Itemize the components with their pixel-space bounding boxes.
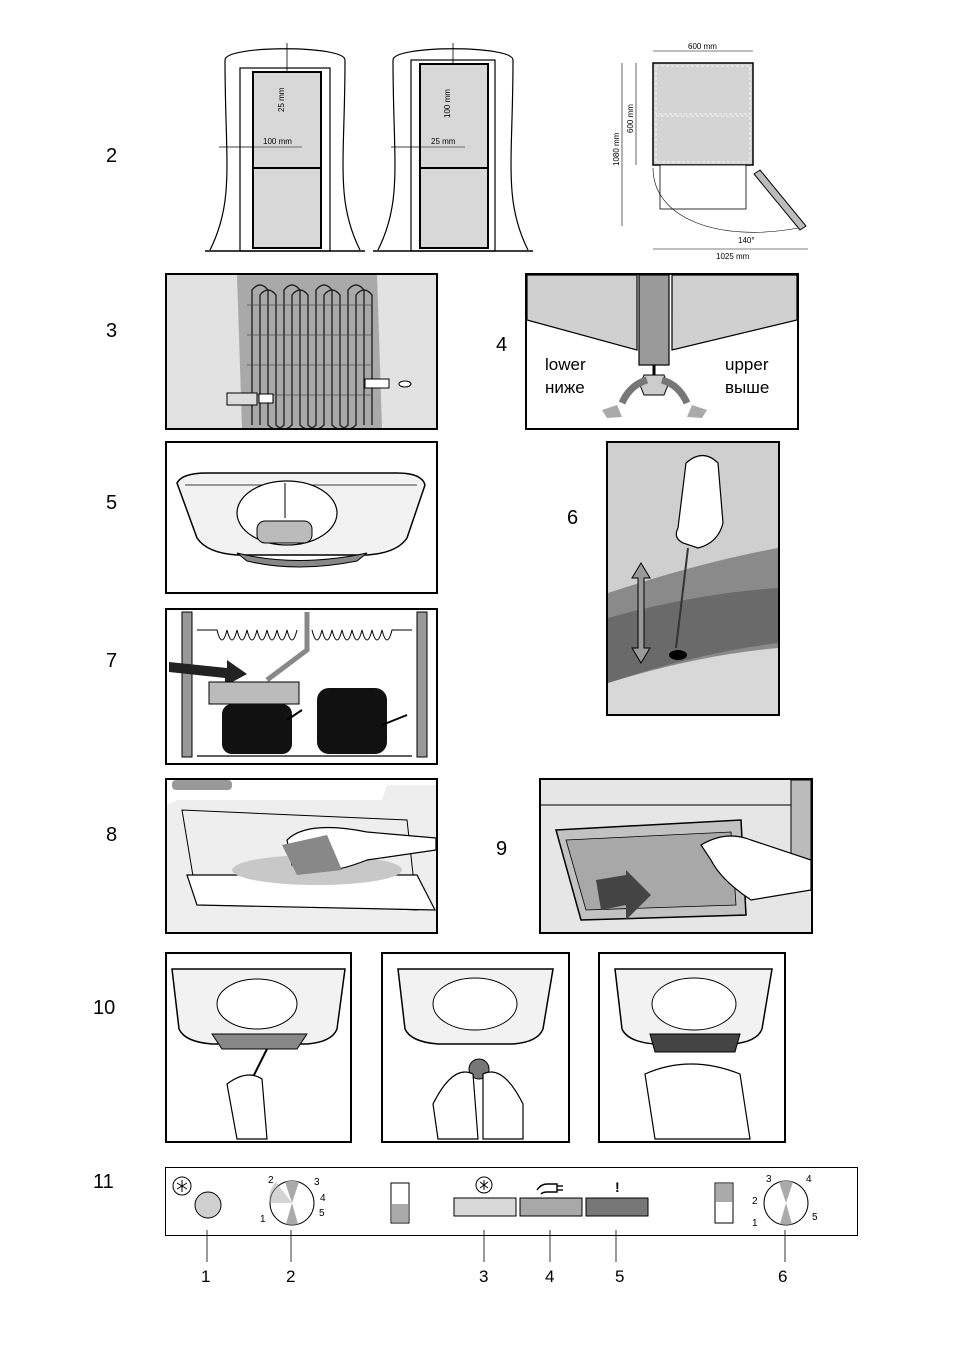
dial-left-tick-1: 1: [260, 1214, 266, 1225]
figure-2-plan-view: 600 mm 600 mm 1080 mm 140° 1025 mm: [612, 42, 808, 261]
depth-label: 600 mm: [626, 104, 635, 133]
callout-2: 2: [286, 1267, 296, 1286]
top-gap-label: 25 mm: [277, 87, 286, 112]
figure-number-2: 2: [106, 145, 118, 167]
freezer-thermostat-dial[interactable]: [269, 1180, 315, 1226]
warning-mark: !: [615, 1179, 620, 1195]
figure-6-drain-hole: [606, 441, 780, 716]
figure-number-11: 11: [93, 1171, 114, 1193]
dial-right-tick-3: 3: [766, 1174, 772, 1185]
figure-number-5: 5: [106, 492, 118, 514]
upper-label-ru: выше: [725, 378, 769, 397]
figure-number-7: 7: [106, 650, 118, 672]
dial-left-tick-3: 3: [314, 1177, 320, 1188]
width-label: 600 mm: [688, 42, 717, 51]
dial-left-tick-4: 4: [320, 1193, 326, 1204]
indicator-lamp-power: [519, 1197, 583, 1217]
side-gap-label: 100 mm: [263, 137, 292, 146]
dial-left-tick-2: 2: [268, 1175, 274, 1186]
figure-10-panel-1: [165, 952, 352, 1143]
figure-9-drawer: [539, 778, 813, 934]
figure-10-panel-3: [598, 952, 786, 1143]
lower-label-en: lower: [545, 355, 586, 374]
dial-left-tick-5: 5: [319, 1208, 325, 1219]
figure-10-panel-2: [381, 952, 570, 1143]
figure-4-levelling-foot: lower ниже upper выше: [525, 273, 799, 430]
figure-2-clearance-right: 25 mm 100 mm: [373, 43, 533, 252]
upper-label-en: upper: [725, 355, 769, 374]
figure-number-4: 4: [496, 334, 508, 356]
dial-right-tick-2: 2: [752, 1196, 758, 1207]
super-freeze-icon: [172, 1176, 192, 1196]
callout-1: 1: [201, 1267, 211, 1286]
figure-number-3: 3: [106, 320, 118, 342]
top-gap-label: 100 mm: [443, 89, 452, 118]
plug-icon: [536, 1183, 563, 1195]
dial-right-tick-4: 4: [806, 1174, 812, 1185]
side-gap-label: 25 mm: [431, 137, 456, 146]
indicator-lamp-green: [453, 1197, 517, 1217]
figure-8-wiping-floor: [165, 778, 438, 934]
indicator-lamp-alarm: [585, 1197, 649, 1217]
figure-5-light-cover: [165, 441, 438, 594]
super-freeze-button[interactable]: [194, 1191, 222, 1219]
callout-5: 5: [615, 1267, 625, 1286]
figure-number-6: 6: [567, 507, 579, 529]
callout-3: 3: [479, 1267, 489, 1286]
angle-label: 140°: [738, 236, 755, 245]
figure-number-8: 8: [106, 824, 118, 846]
height-label: 1080 mm: [612, 132, 621, 166]
callout-4: 4: [545, 1267, 555, 1286]
figure-11-control-panel: 1 2 3 4 5 ! 1 2 3 4 5: [165, 1167, 858, 1236]
lower-label-ru: ниже: [545, 378, 585, 397]
dial-right-tick-1: 1: [752, 1218, 758, 1229]
fridge-thermostat-dial[interactable]: [763, 1180, 809, 1226]
opened-width-label: 1025 mm: [716, 252, 750, 261]
snowflake-icon: [475, 1176, 493, 1194]
figure-number-10: 10: [93, 997, 116, 1019]
callout-leaders: [206, 1230, 786, 1262]
figure-2-clearance-left: 100 mm 25 mm: [205, 43, 365, 252]
callout-6: 6: [778, 1267, 788, 1286]
dial-right-tick-5: 5: [812, 1212, 818, 1223]
figure-7-compressor: [165, 608, 438, 765]
figure-3-condenser: [165, 273, 438, 430]
figure-number-9: 9: [496, 838, 508, 860]
